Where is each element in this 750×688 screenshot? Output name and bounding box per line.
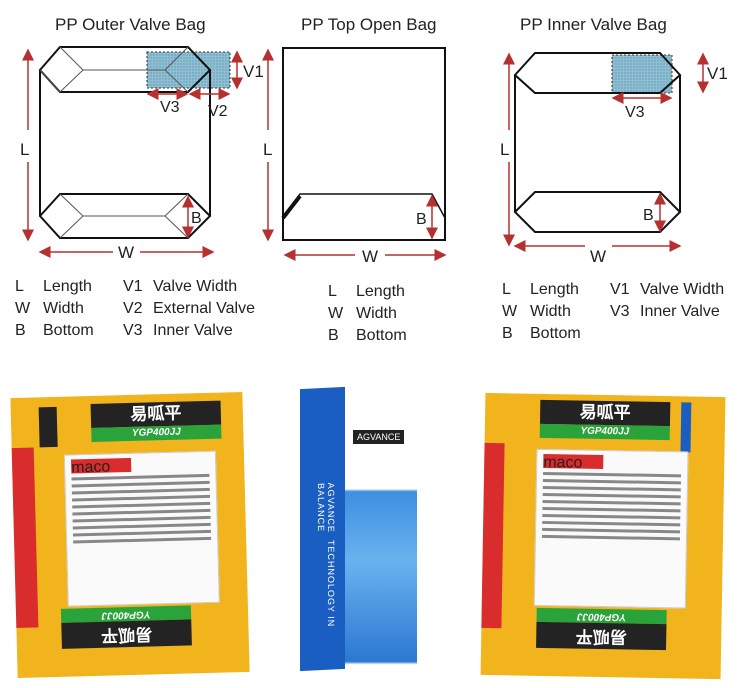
legend-key: L <box>502 281 511 298</box>
inner-valve-bag-drawing <box>513 52 682 233</box>
legend-top-open: L Length W Width B Bottom <box>328 281 407 347</box>
legend-key: L <box>328 283 337 300</box>
legend-value: Bottom <box>356 327 407 344</box>
label-L: L <box>20 140 29 159</box>
legend-value: Length <box>356 283 405 300</box>
legend-key: B <box>328 327 339 344</box>
logo: maco <box>543 453 604 472</box>
legend-value: Valve Width <box>153 278 238 295</box>
legend-value: Bottom <box>43 322 94 339</box>
legend-value: Bottom <box>530 325 581 342</box>
legend-key: W <box>15 300 31 317</box>
brand-top: 易呱平 <box>90 400 222 428</box>
bag-front-panel: AGVANCE <box>345 388 417 676</box>
label-W: W <box>118 243 134 262</box>
brand-top: 易呱平 <box>539 399 671 427</box>
legend-key: V3 <box>123 322 143 339</box>
red-side-band <box>11 447 39 629</box>
legend-value: Width <box>43 300 84 317</box>
top-open-bag-drawing <box>281 47 446 241</box>
label-V1: V1 <box>243 62 264 81</box>
legend-value: Valve Width <box>640 281 725 298</box>
legend-key: V1 <box>123 278 143 295</box>
photo-inner-valve-bag: 易呱平 YGP400JJ maco YGP400JJ 易呱平 <box>480 392 726 680</box>
legend-key: B <box>502 325 513 342</box>
label-V2: V2 <box>208 103 228 120</box>
legend-value: Length <box>43 278 92 295</box>
valve-sleeve <box>38 406 58 448</box>
logo: maco <box>71 457 132 477</box>
legend-key: V3 <box>610 303 630 320</box>
model-top: YGP400JJ <box>539 423 670 441</box>
brand-bottom: 易呱平 <box>61 619 192 649</box>
valve-sleeve <box>680 402 692 453</box>
label-W: W <box>362 247 378 266</box>
diagram-title-top-open: PP Top Open Bag <box>301 15 437 34</box>
diagram-title-inner-valve: PP Inner Valve Bag <box>520 15 667 34</box>
front-brand: AGVANCE <box>353 430 405 444</box>
outer-valve-bag-drawing <box>38 46 231 239</box>
legend-outer-valve: L Length V1 Valve Width W Width V2 External Va… <box>15 276 255 342</box>
label-B: B <box>191 210 202 227</box>
label-L: L <box>500 140 509 159</box>
legend-key: W <box>502 303 518 320</box>
label-L: L <box>263 140 272 159</box>
side-brand: AGVANCE <box>326 482 336 534</box>
product-label: maco <box>63 450 220 607</box>
legend-key: V1 <box>610 281 630 298</box>
legend-value: Width <box>530 303 571 320</box>
diagram-title-outer-valve: PP Outer Valve Bag <box>55 15 206 34</box>
dimension-arrows <box>22 48 243 258</box>
label-V3: V3 <box>160 99 180 116</box>
label-B: B <box>643 207 654 224</box>
brand-bottom: 易呱平 <box>536 621 667 651</box>
legend-key: W <box>328 305 344 322</box>
legend-value: Width <box>356 305 397 322</box>
label-B: B <box>416 211 427 228</box>
legend-value: Inner Valve <box>640 303 720 320</box>
photo-top-open-bag: AGVANCE TECHNOLOGY IN BALANCE AGVANCE <box>300 386 418 680</box>
red-side-band <box>481 442 505 629</box>
photo-outer-valve-bag: 易呱平 YGP400JJ maco YGP400JJ 易呱平 <box>10 392 250 678</box>
model-top: YGP400JJ <box>91 424 222 442</box>
legend-key: V2 <box>123 300 143 317</box>
legend-value: Inner Valve <box>153 322 233 339</box>
bag-side-panel: AGVANCE TECHNOLOGY IN BALANCE <box>300 386 345 672</box>
legend-key: L <box>15 278 24 295</box>
label-V3: V3 <box>625 104 645 121</box>
legend-key: B <box>15 322 26 339</box>
legend-value: External Valve <box>153 300 255 317</box>
label-W: W <box>590 247 606 266</box>
legend-inner-valve: L Length V1 Valve Width W Width V3 Inner Valve… <box>502 279 724 345</box>
legend-value: Length <box>530 281 579 298</box>
label-V1: V1 <box>707 64 728 83</box>
bag-diagrams: L W B V1 V3 V2 L W B L W B V1 V3 <box>20 46 728 266</box>
product-label: maco <box>533 448 689 609</box>
